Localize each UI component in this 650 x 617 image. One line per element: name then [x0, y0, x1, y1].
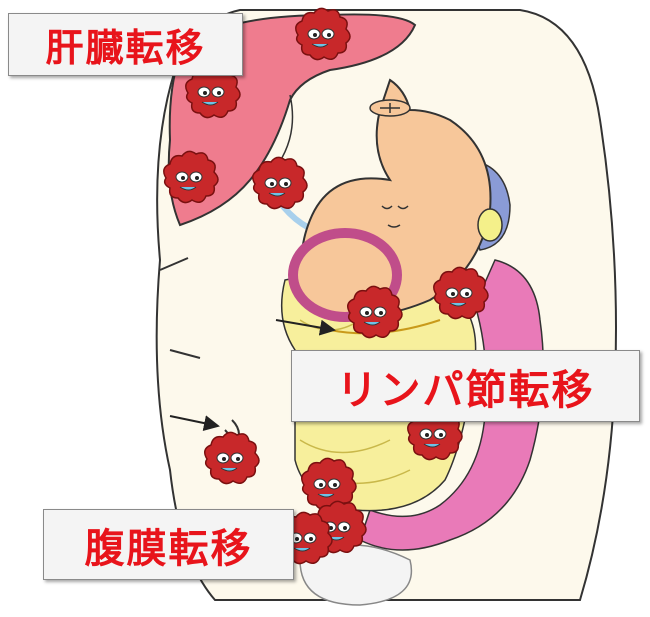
pancreas [478, 209, 502, 241]
liver-metastasis-label: 肝臓転移 [8, 13, 243, 76]
peritoneal-metastasis-label: 腹膜転移 [43, 509, 294, 580]
lymph-node-metastasis-label: リンパ節転移 [291, 350, 640, 422]
